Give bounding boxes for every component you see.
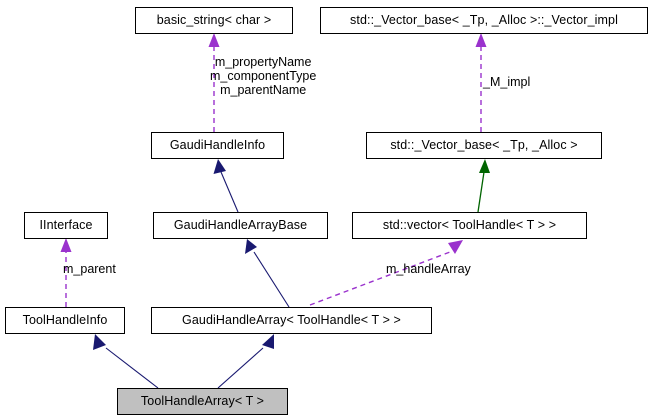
node-basic-string[interactable]: basic_string< char >	[135, 7, 293, 34]
arrowhead-triangle	[245, 239, 257, 254]
edge-label-line: m_parentName	[220, 83, 307, 97]
node-label: GaudiHandleInfo	[169, 138, 266, 153]
edge-line	[217, 347, 264, 389]
arrowhead-open	[60, 238, 72, 252]
arrowhead-open	[475, 33, 487, 47]
edge-label-m-parent: m_parent	[63, 262, 116, 276]
node-iinterface[interactable]: IInterface	[24, 212, 108, 239]
edge-inherit-gaudihandlearraybase	[245, 239, 290, 308]
node-gaudi-handle-array-base[interactable]: GaudiHandleArrayBase	[153, 212, 328, 239]
arrowhead-triangle	[213, 159, 226, 174]
node-label: ToolHandleArray< T >	[140, 394, 265, 409]
edge-label-string-members: m_propertyName m_componentType m_parentN…	[210, 55, 316, 97]
node-label: std::vector< ToolHandle< T > >	[382, 218, 557, 233]
edge-template-vector-base	[477, 159, 490, 213]
node-vector-impl[interactable]: std::_Vector_base< _Tp, _Alloc >::_Vecto…	[320, 7, 648, 34]
node-label: GaudiHandleArrayBase	[173, 218, 308, 233]
node-label: ToolHandleInfo	[22, 313, 108, 328]
node-label: std::_Vector_base< _Tp, _Alloc >	[390, 138, 578, 153]
edge-line	[253, 251, 290, 308]
edge-line	[220, 171, 239, 213]
edge-inherit-toolhandleinfo	[93, 334, 159, 389]
arrowhead-open	[448, 240, 463, 254]
arrowhead-open	[208, 33, 220, 47]
node-label: basic_string< char >	[156, 13, 272, 28]
node-gaudi-handle-array[interactable]: GaudiHandleArray< ToolHandle< T > >	[151, 307, 432, 334]
node-tool-handle-info[interactable]: ToolHandleInfo	[5, 307, 125, 334]
arrowhead-triangle	[93, 334, 106, 350]
edge-label-line: m_propertyName	[214, 55, 312, 69]
edge-line	[309, 251, 451, 306]
edge-line	[477, 171, 485, 213]
node-label: GaudiHandleArray< ToolHandle< T > >	[182, 313, 401, 328]
edge-label-line: m_handleArray	[386, 262, 471, 276]
edge-label-line: m_componentType	[210, 69, 317, 83]
node-vector-base[interactable]: std::_Vector_base< _Tp, _Alloc >	[366, 132, 602, 159]
node-tool-handle-array[interactable]: ToolHandleArray< T >	[117, 388, 288, 415]
edge-line	[105, 347, 159, 389]
edge-inherit-gaudihandlearray	[217, 334, 274, 389]
edge-label-m-handle-array: m_handleArray	[386, 262, 471, 276]
edge-label-m-impl: _M_impl	[483, 75, 530, 89]
edge-label-line: _M_impl	[483, 75, 531, 89]
arrowhead-triangle	[479, 159, 490, 173]
edge-inherit-gaudihandleinfo	[213, 159, 239, 213]
arrowhead-triangle	[262, 334, 274, 349]
edge-label-line: m_parent	[63, 262, 116, 276]
node-label: IInterface	[39, 218, 93, 233]
node-std-vector-toolhandle[interactable]: std::vector< ToolHandle< T > >	[352, 212, 587, 239]
node-label: std::_Vector_base< _Tp, _Alloc >::_Vecto…	[350, 13, 618, 28]
node-gaudi-handle-info[interactable]: GaudiHandleInfo	[151, 132, 284, 159]
